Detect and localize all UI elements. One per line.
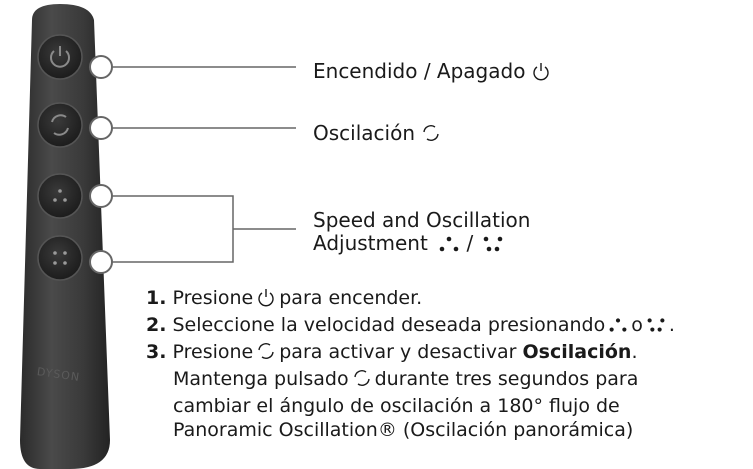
step-3-line-4: Panoramic Oscillation® (Oscilación panor… [173,419,634,441]
label-oscillation: Oscilación [313,120,441,149]
three-dots-icon [608,316,628,340]
oscillation-button[interactable] [37,102,83,148]
step-3-line-3: cambiar el ángulo de oscilación a 180° f… [173,395,620,417]
three-dots-icon [438,235,460,258]
speed-down-button[interactable] [37,173,83,219]
speed-up-button[interactable] [37,235,83,281]
remote-brand-text: DYSON [36,365,81,384]
four-dots-icon [646,316,666,340]
four-dots-icon [482,235,504,258]
label-speed: Speed and Oscillation Adjustment / [313,209,530,258]
label-power: Encendido / Apagado [313,58,551,87]
remote-control: DYSON [20,4,110,469]
power-icon [50,46,70,68]
oscillation-icon [352,368,372,394]
power-icon [531,61,551,87]
step-2: 2. Seleccione la velocidad deseada presi… [146,313,746,340]
four-dots-icon [53,251,67,265]
three-dots-icon [53,189,67,202]
oscillation-icon [256,341,276,367]
oscillation-icon [421,123,441,149]
power-button[interactable] [37,34,83,80]
oscillation-icon [51,114,69,136]
power-icon [256,287,276,313]
